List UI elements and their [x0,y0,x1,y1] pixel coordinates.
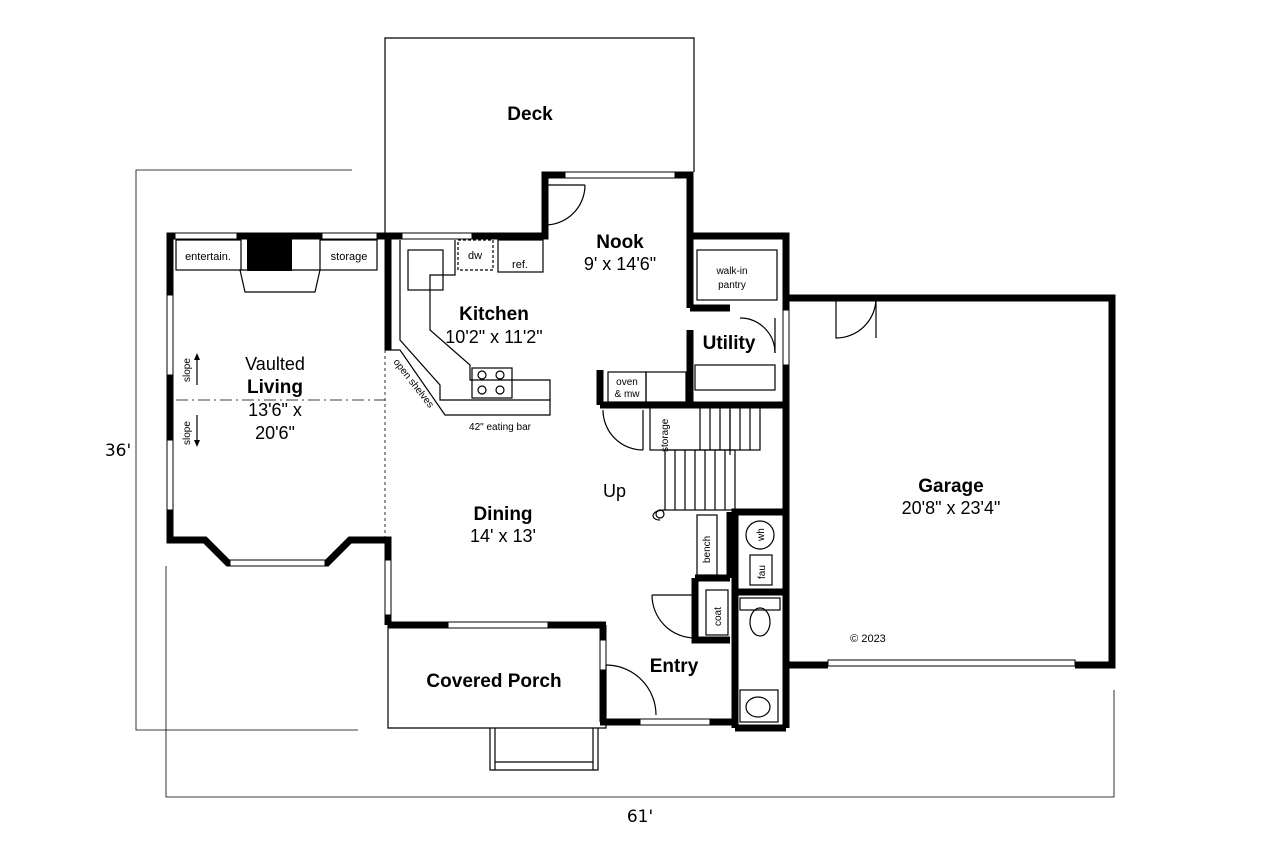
living-label-line1: Vaulted [245,354,305,374]
dishwasher-label: dw [468,250,482,262]
up-label: Up [603,481,626,501]
kitchen-label: Kitchen [459,304,529,325]
width-dimension: 61' [627,807,653,827]
open-shelves-label: open shelves [391,357,436,410]
fireplace [175,236,378,293]
kitchen-dims: 10'2" x 11'2" [445,327,542,347]
copyright-label: © 2023 [850,633,886,645]
porch-label: Covered Porch [426,671,561,692]
living-label-line2: Living [247,377,303,398]
deck-label: Deck [507,104,553,125]
bench-label: bench [702,536,713,563]
living-dims-line1: 13'6" x [248,400,302,420]
walk-in-label: walk-in [715,266,747,277]
slope-bottom-label: slope [182,421,193,445]
kitchen-counters [385,239,551,416]
stair-storage-label: storage [660,418,671,452]
dimension-lines [135,169,1115,798]
stairs [649,404,761,521]
windows [166,171,1076,726]
open-divider [176,350,386,540]
water-heater-label: wh [756,528,767,542]
bath-fixtures [696,514,781,723]
deck-outline [384,37,695,236]
refrigerator-label: ref. [512,259,528,271]
garage-dims: 20'8" x 23'4" [902,498,1001,518]
mw-label: & mw [615,389,641,400]
nook-dims: 9' x 14'6" [584,254,656,274]
utility-label: Utility [703,333,756,354]
living-storage-label: storage [331,251,368,263]
slope-top-label: slope [182,358,193,382]
living-dims-line2: 20'6" [255,423,295,443]
dining-dims: 14' x 13' [470,526,536,546]
oven-label: oven [616,377,638,388]
nook-label: Nook [596,232,644,253]
porch-steps [387,625,607,771]
pantry-label: pantry [718,280,746,291]
entertain-label: entertain. [185,251,231,263]
utility-fixtures [607,249,778,403]
furnace-label: fau [757,565,768,579]
doors [544,184,877,716]
entry-label: Entry [650,656,699,677]
depth-dimension: 36' [105,441,131,461]
dining-label: Dining [473,504,532,525]
slope-arrows [194,353,200,447]
coat-label: coat [713,607,724,626]
eating-bar-label: 42" eating bar [469,422,532,433]
garage-label: Garage [918,476,983,497]
